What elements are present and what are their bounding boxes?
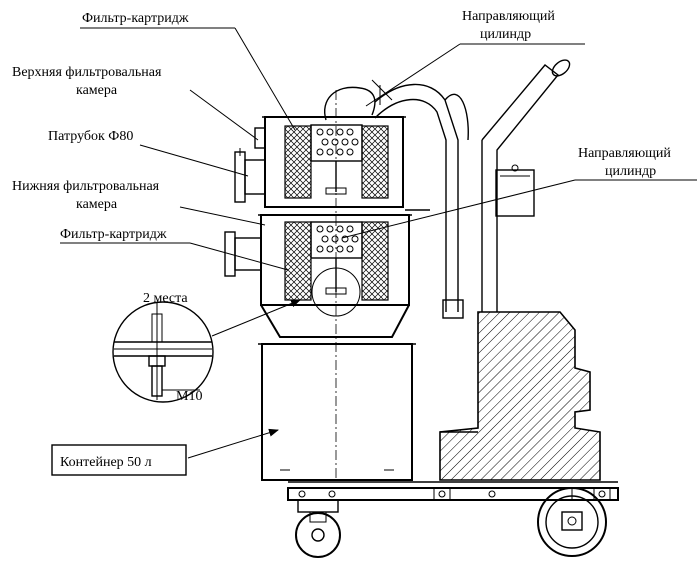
annotations: Фильтр-картридж Направляющий цилиндр Вер…: [12, 9, 671, 476]
label-guide-cylinder-top-1: Направляющий: [462, 9, 555, 24]
label-thread-m10: М10: [176, 389, 202, 404]
handle-bar: [481, 59, 571, 312]
label-guide-cylinder-right-1: Направляющий: [578, 146, 671, 161]
label-two-places: 2 места: [143, 291, 188, 306]
wheel-icon: [537, 487, 607, 557]
label-guide-cylinder-top-2: цилиндр: [480, 27, 531, 42]
label-guide-cylinder-right-2: цилиндр: [605, 164, 656, 179]
detail-view: [112, 299, 301, 403]
label-container: Контейнер 50 л: [60, 455, 152, 470]
base-frame: [287, 481, 619, 501]
upper-filter-chamber: [254, 79, 406, 208]
label-upper-chamber-1: Верхняя фильтровальная: [12, 65, 162, 80]
motor-body: [439, 311, 601, 481]
caster-wheel-icon: [295, 499, 341, 558]
container-label-box: [51, 444, 187, 476]
lower-cartridge-holes: [316, 225, 359, 253]
label-upper-chamber-2: камера: [76, 83, 118, 98]
label-filter-cartridge-top: Фильтр-картридж: [82, 11, 189, 26]
branch-pipe: [234, 148, 266, 203]
label-lower-chamber-2: камера: [76, 197, 118, 212]
label-lower-chamber-1: Нижняя фильтровальная: [12, 179, 160, 194]
leader-lines: [60, 27, 697, 459]
label-filter-cartridge-bottom: Фильтр-картридж: [60, 227, 167, 242]
suction-hose: [374, 83, 469, 319]
upper-cartridge-holes: [316, 128, 359, 156]
container: [258, 343, 416, 481]
label-branch-pipe: Патрубок Ф80: [48, 129, 133, 144]
lower-filter-chamber: [224, 209, 430, 338]
